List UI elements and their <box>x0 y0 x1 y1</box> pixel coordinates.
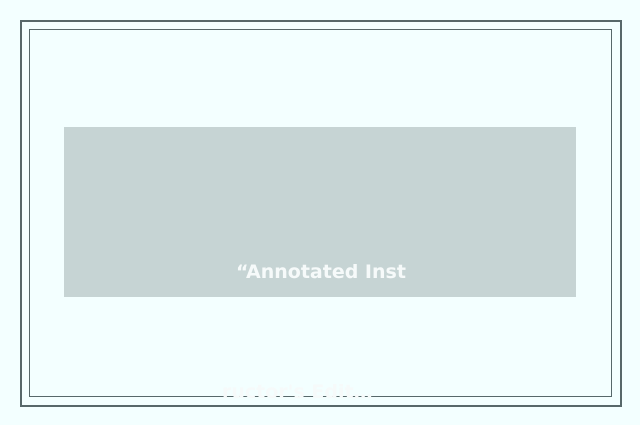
caption-line-1: “Annotated Inst <box>236 261 406 283</box>
image-placeholder-caption: “Annotated Inst ructor's Edit… <box>222 172 422 425</box>
caption-line-2: ructor's Edit… <box>222 381 373 403</box>
inner-frame-border <box>29 29 612 397</box>
image-placeholder <box>64 127 576 297</box>
outer-frame-border <box>20 20 622 407</box>
